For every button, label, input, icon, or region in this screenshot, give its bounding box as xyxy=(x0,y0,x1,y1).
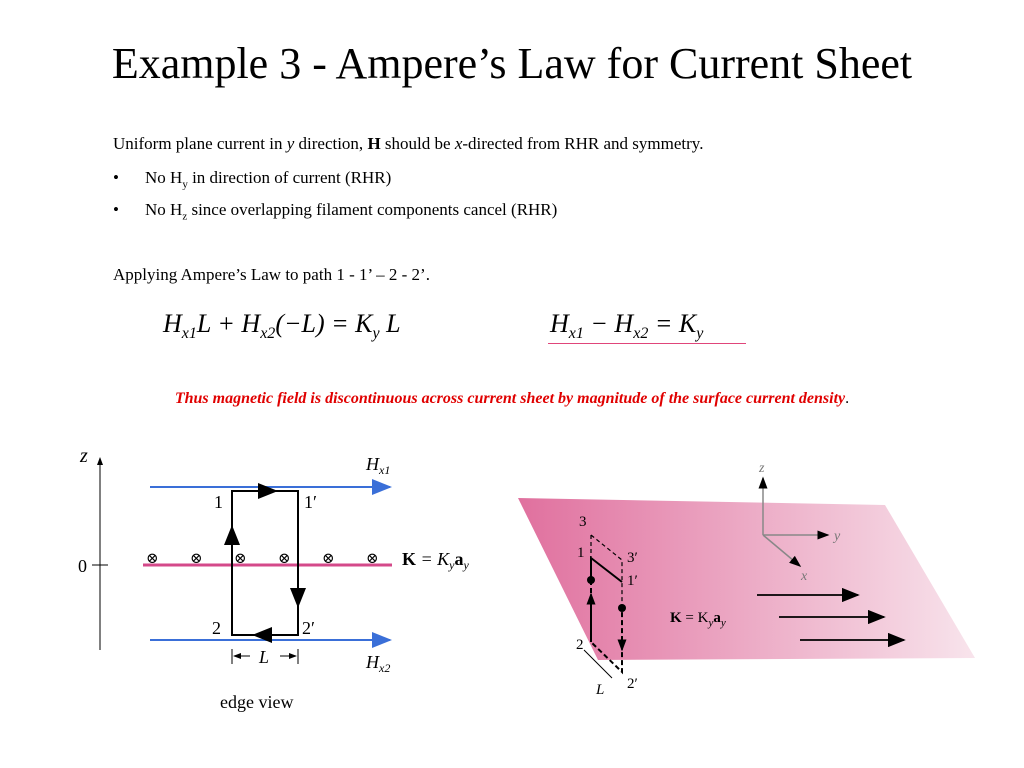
persp-corner-3: 3 xyxy=(579,514,587,530)
k-label-persp: K = Kyay xyxy=(670,610,726,629)
corner-2p-label: 2′ xyxy=(302,618,315,638)
hx2-label: Hx2 xyxy=(365,652,390,675)
persp-corner-1p: 1′ xyxy=(627,573,638,589)
applying-text: Applying Ampere’s Law to path 1 - 1’ – 2… xyxy=(113,265,430,284)
current-sheet-surface xyxy=(518,498,975,660)
l-label-edge: L xyxy=(258,647,269,667)
persp-corner-2p: 2′ xyxy=(627,676,638,692)
corner-2-label: 2 xyxy=(212,618,221,638)
persp-dot xyxy=(587,576,595,584)
slide-title: Example 3 - Ampere’s Law for Current She… xyxy=(111,39,913,88)
persp-x-axis xyxy=(762,534,802,567)
persp-corner-2: 2 xyxy=(576,637,584,653)
k-label-edge: K = Kyay xyxy=(402,549,470,572)
corner-1-label: 1 xyxy=(214,492,223,512)
corner-1p-label: 1′ xyxy=(304,492,317,512)
persp-corner-1: 1 xyxy=(577,545,585,561)
persp-l-dim xyxy=(583,649,613,679)
dashed-path xyxy=(590,534,623,608)
current-marker: ⊗ xyxy=(146,551,159,567)
bullet-no-hy: •No Hy in direction of current (RHR) xyxy=(113,168,392,191)
persp-z-label: z xyxy=(758,461,765,476)
current-marker: ⊗ xyxy=(190,551,203,567)
persp-corner-3p: 3′ xyxy=(627,550,638,566)
equation-discontinuity: Hx1 − Hx2 = Ky xyxy=(550,309,704,343)
current-marker: ⊗ xyxy=(322,551,335,567)
intro-sentence: Uniform plane current in y direction, H … xyxy=(113,134,704,153)
current-marker: ⊗ xyxy=(234,551,247,567)
persp-l-label: L xyxy=(595,682,604,698)
equation-underline xyxy=(548,343,746,344)
equation-ampere-path: Hx1L + Hx2(−L) = Ky L xyxy=(163,309,401,343)
bullet-no-hz: •No Hz since overlapping filament compon… xyxy=(113,200,558,223)
persp-dot xyxy=(618,604,626,612)
edge-view-caption: edge view xyxy=(220,692,293,712)
persp-y-label: y xyxy=(832,529,841,544)
zero-label: 0 xyxy=(78,556,87,576)
solid-path xyxy=(590,555,623,583)
z-axis-label: z xyxy=(79,445,88,467)
current-marker: ⊗ xyxy=(366,551,379,567)
conclusion-text: Thus magnetic field is discontinuous acr… xyxy=(174,390,850,407)
current-marker: ⊗ xyxy=(278,551,291,567)
hx1-label: Hx1 xyxy=(365,454,390,477)
persp-x-label: x xyxy=(800,569,808,584)
